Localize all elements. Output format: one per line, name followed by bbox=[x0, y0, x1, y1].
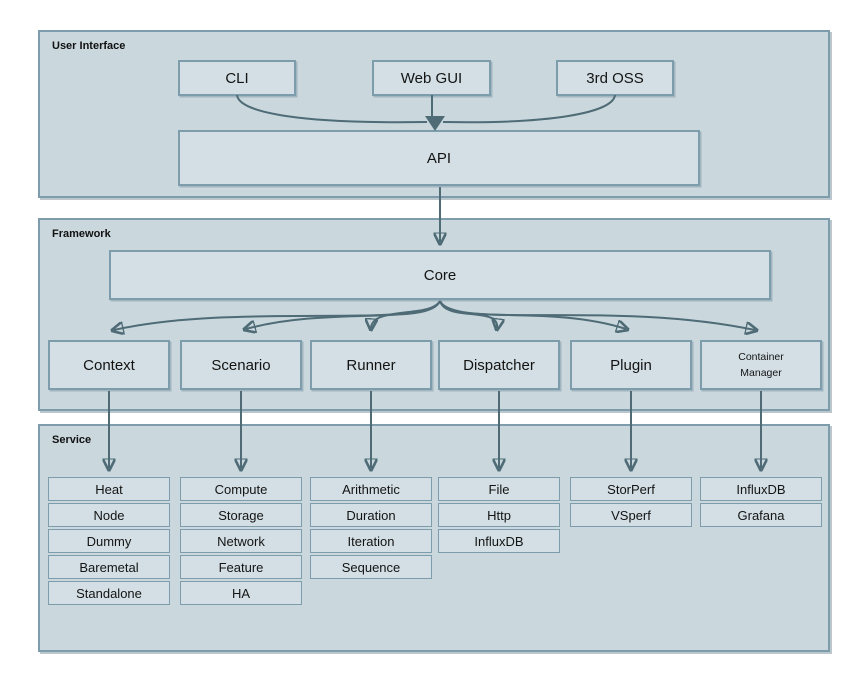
service-column-dispatcher: File Http InfluxDB bbox=[438, 477, 560, 555]
node-plugin: Plugin bbox=[570, 340, 692, 390]
node-dispatcher: Dispatcher bbox=[438, 340, 560, 390]
section-label-service: Service bbox=[52, 434, 92, 446]
node-container-manager: Container Manager bbox=[700, 340, 822, 390]
service-column-plugin: StorPerf VSperf bbox=[570, 477, 692, 529]
node-web-gui: Web GUI bbox=[372, 60, 491, 96]
section-label-framework: Framework bbox=[52, 228, 111, 240]
service-cell: Sequence bbox=[310, 555, 432, 579]
service-cell: Network bbox=[180, 529, 302, 553]
service-cell: VSperf bbox=[570, 503, 692, 527]
service-cell: Heat bbox=[48, 477, 170, 501]
service-cell: StorPerf bbox=[570, 477, 692, 501]
service-cell: Arithmetic bbox=[310, 477, 432, 501]
service-column-context: Heat Node Dummy Baremetal Standalone bbox=[48, 477, 170, 607]
service-cell: Iteration bbox=[310, 529, 432, 553]
service-cell: Compute bbox=[180, 477, 302, 501]
service-column-container-manager: InfluxDB Grafana bbox=[700, 477, 822, 529]
section-service: Service bbox=[38, 424, 830, 652]
node-cli: CLI bbox=[178, 60, 296, 96]
service-cell: Dummy bbox=[48, 529, 170, 553]
node-scenario: Scenario bbox=[180, 340, 302, 390]
node-core: Core bbox=[109, 250, 771, 300]
service-cell: Storage bbox=[180, 503, 302, 527]
node-runner: Runner bbox=[310, 340, 432, 390]
node-3rd-oss: 3rd OSS bbox=[556, 60, 674, 96]
service-cell: InfluxDB bbox=[438, 529, 560, 553]
section-label-user-interface: User Interface bbox=[52, 40, 126, 52]
node-context: Context bbox=[48, 340, 170, 390]
service-cell: Node bbox=[48, 503, 170, 527]
service-cell: Grafana bbox=[700, 503, 822, 527]
service-cell: File bbox=[438, 477, 560, 501]
service-cell: Standalone bbox=[48, 581, 170, 605]
service-column-scenario: Compute Storage Network Feature HA bbox=[180, 477, 302, 607]
service-cell: Duration bbox=[310, 503, 432, 527]
service-cell: Feature bbox=[180, 555, 302, 579]
node-api: API bbox=[178, 130, 700, 186]
service-cell: Http bbox=[438, 503, 560, 527]
service-cell: Baremetal bbox=[48, 555, 170, 579]
service-column-runner: Arithmetic Duration Iteration Sequence bbox=[310, 477, 432, 581]
service-cell: HA bbox=[180, 581, 302, 605]
service-cell: InfluxDB bbox=[700, 477, 822, 501]
